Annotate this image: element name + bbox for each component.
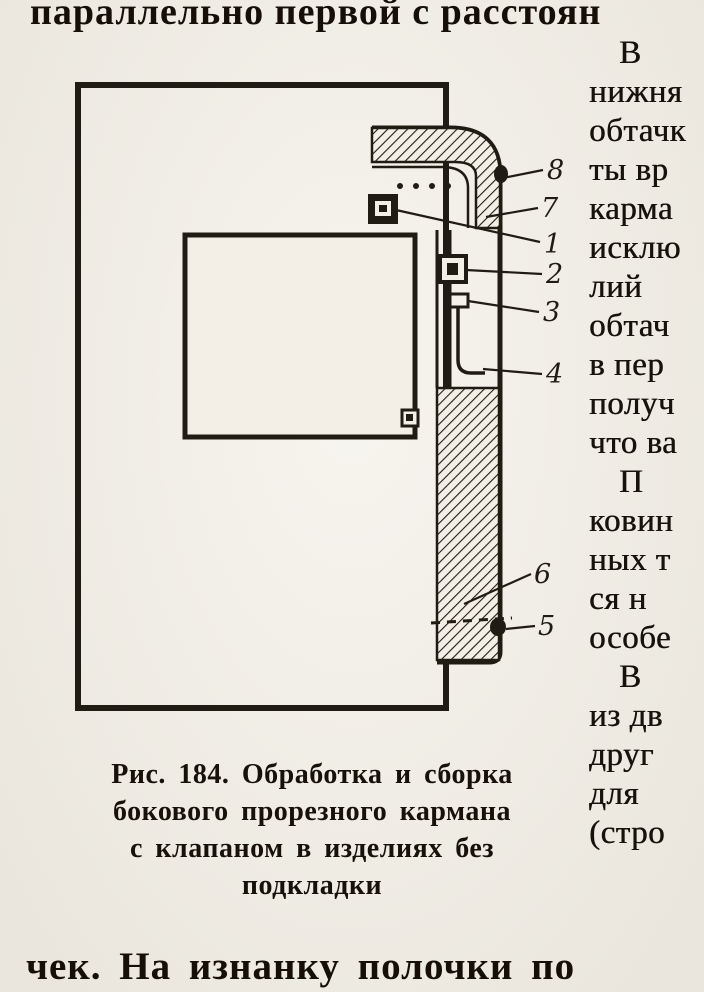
callout-labels: 8 7 1 2 3 4 6 5 (534, 155, 564, 642)
text-line: ных т (589, 542, 671, 578)
callout-leaders (395, 168, 544, 631)
callout-2: 2 (545, 259, 563, 290)
seam-clip-lower (448, 292, 470, 309)
caption-line-4: подкладки (241, 870, 383, 901)
text-line: в пер (589, 347, 665, 383)
text-line: особе (589, 620, 671, 656)
callout-3: 3 (543, 297, 560, 328)
text-line: обтач (589, 308, 670, 344)
text-line: ты вр (589, 152, 669, 188)
text-line: В (619, 35, 642, 71)
text-line: карма (589, 191, 673, 227)
top-text-line: параллельно первой с расстоян (30, 0, 602, 33)
corner-clip (400, 408, 420, 428)
text-line: для (589, 776, 639, 812)
right-text-column: В нижня обтачк ты вр карма исклю лий обт… (589, 34, 704, 853)
text-line: В (619, 659, 642, 695)
side-section-hatch (435, 386, 501, 662)
pocket-piece-outline (182, 232, 418, 440)
seam-clip-upper (438, 254, 468, 284)
callout-8: 8 (547, 155, 564, 186)
text-line: ся н (589, 581, 647, 617)
figure-184: 8 7 1 2 3 4 6 5 (60, 70, 580, 730)
text-line: из дв (589, 698, 663, 734)
text-line: исклю (589, 230, 681, 266)
caption-line-1: Рис. 184. Обработка и сборка (111, 759, 513, 790)
tack-blob-top (494, 165, 508, 183)
caption-line-3: с клапаном в изделиях без (129, 833, 495, 864)
flap-inner-line (372, 165, 470, 228)
figure-drawing: 8 7 1 2 3 4 6 5 (75, 82, 564, 711)
callout-5: 5 (538, 611, 555, 642)
text-line: ковин (589, 503, 674, 539)
caption-line-2: бокового прорезного кармана (112, 796, 512, 827)
figure-caption: Рис. 184. Обработка и сборка бокового пр… (58, 756, 566, 904)
text-line: друг (589, 737, 654, 773)
text-line: обтачк (589, 113, 687, 149)
text-line: (стро (589, 815, 665, 851)
text-line: лий (589, 269, 643, 305)
text-line: получ (589, 386, 675, 422)
stitch-dots (397, 183, 451, 189)
callout-7: 7 (541, 193, 559, 224)
callout-6: 6 (534, 559, 551, 590)
flap-section-hatch (370, 126, 502, 230)
callout-1: 1 (544, 229, 561, 260)
text-line: нижня (589, 74, 683, 110)
callout-4: 4 (545, 359, 563, 390)
bottom-text-line: чек. На изнанку полочки по (26, 945, 576, 988)
pocket-bag-hook (456, 307, 485, 375)
text-line: П (619, 464, 644, 500)
text-line: что ва (589, 425, 678, 461)
welt-section (368, 194, 398, 224)
tack-blob-bottom (490, 618, 506, 636)
